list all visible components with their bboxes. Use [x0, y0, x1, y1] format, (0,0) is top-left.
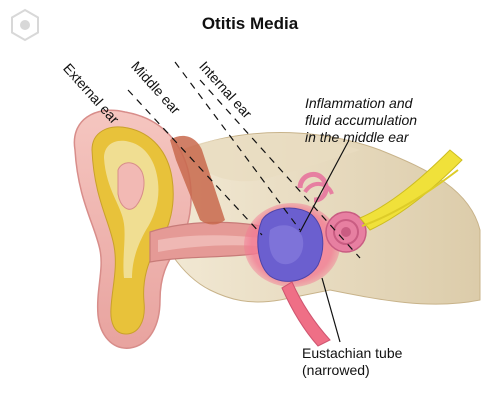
callout-inflammation: Inflammation and fluid accumulation in t… [305, 95, 417, 146]
logo [8, 8, 42, 42]
muscle-tissue [170, 135, 225, 225]
auditory-nerve [359, 149, 463, 231]
middle-ear-inflammation [244, 203, 340, 287]
callout-eustachian-line-1: Eustachian tube [302, 345, 403, 361]
callout-eustachian-line-2: (narrowed) [302, 362, 370, 378]
eustachian-tube [281, 281, 331, 347]
callout-inflammation-line-1: Inflammation and [305, 95, 413, 111]
hexagon-logo-icon [11, 8, 39, 42]
callout-inflammation-line-3: in the middle ear [305, 129, 409, 145]
diagram-title: Otitis Media [201, 14, 299, 33]
inner-ear-cochlea [297, 171, 367, 253]
callout-eustachian-tube: Eustachian tube (narrowed) [302, 345, 402, 379]
callout-leader-lines [299, 141, 349, 343]
callout-inflammation-line-2: fluid accumulation [305, 112, 418, 128]
region-divider-lines [127, 61, 361, 259]
auricle [73, 109, 192, 349]
